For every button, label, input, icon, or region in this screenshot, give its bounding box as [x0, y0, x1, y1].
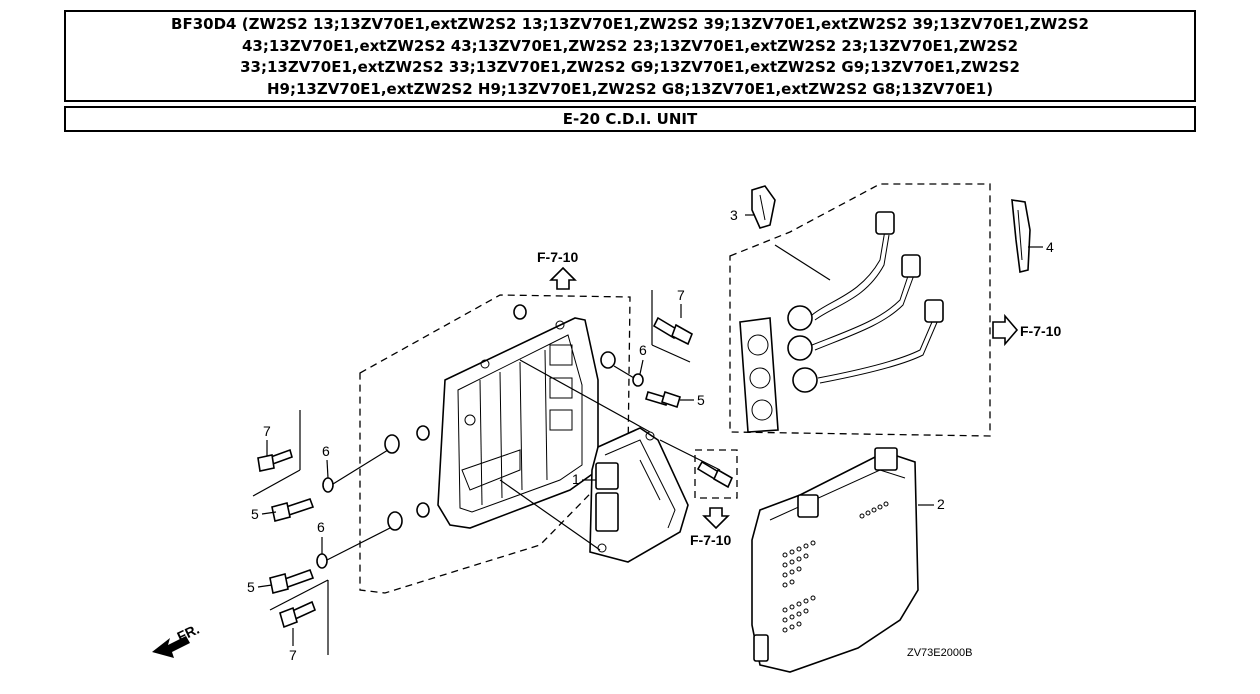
bolt [257, 316, 734, 629]
part-label-5: 5 [697, 392, 705, 408]
part-label-1: 1 [572, 471, 580, 487]
part-label-4: 4 [1046, 239, 1054, 255]
cdi-bracket [437, 317, 599, 529]
bracket-group-outline [359, 294, 631, 594]
part-label-6: 6 [639, 342, 647, 358]
title-line: 33;13ZV70E1,extZW2S2 33;13ZV70E1,ZW2S2 G… [240, 58, 1020, 76]
part-label-2: 2 [937, 496, 945, 512]
part-label-7: 7 [677, 287, 685, 303]
title-line: H9;13ZV70E1,extZW2S2 H9;13ZV70E1,ZW2S2 G… [266, 79, 994, 98]
ref-arrow-up [549, 266, 577, 290]
ref-label-right: F-7-10 [1020, 323, 1061, 339]
part-label-5: 5 [251, 506, 259, 522]
front-arrow [152, 636, 190, 658]
wire-clip-3 [751, 185, 776, 229]
ref-arrow-right [992, 313, 1019, 347]
section-label: E-20 C.D.I. UNIT [562, 110, 698, 128]
section-title: E-20 C.D.I. UNIT [64, 106, 1196, 132]
front-label: FR. [175, 621, 202, 645]
part-label-3: 3 [730, 207, 738, 223]
ignition-harness [739, 211, 944, 433]
title-line: BF30D4 (ZW2S2 13;13ZV70E1,extZW2S2 13;13… [171, 15, 1089, 33]
grommet [384, 304, 616, 531]
part-label-7: 7 [263, 423, 271, 439]
part-label-6: 6 [317, 519, 325, 535]
ref-label-top: F-7-10 [537, 249, 578, 265]
diagram-title: BF30D4 (ZW2S2 13;13ZV70E1,extZW2S2 13;13… [64, 10, 1196, 102]
ref-arrow-down [702, 507, 730, 530]
harness-group-outline [729, 183, 991, 437]
leader-line [659, 439, 721, 471]
drawing-code: ZV73E2000B [907, 647, 972, 659]
leader-line [519, 359, 651, 433]
wire-clip-4 [1011, 199, 1031, 273]
ref-label-bottom: F-7-10 [690, 532, 731, 548]
part-label-7: 7 [289, 647, 297, 663]
part-label-5: 5 [247, 579, 255, 595]
title-line: 43;13ZV70E1,extZW2S2 43;13ZV70E1,ZW2S2 2… [241, 36, 1019, 55]
part-label-6: 6 [322, 443, 330, 459]
bolt-group-outline [694, 449, 738, 499]
cdi-unit [589, 427, 689, 563]
cdi-cover [751, 447, 919, 673]
leader-line [499, 479, 601, 551]
washer [316, 373, 644, 569]
